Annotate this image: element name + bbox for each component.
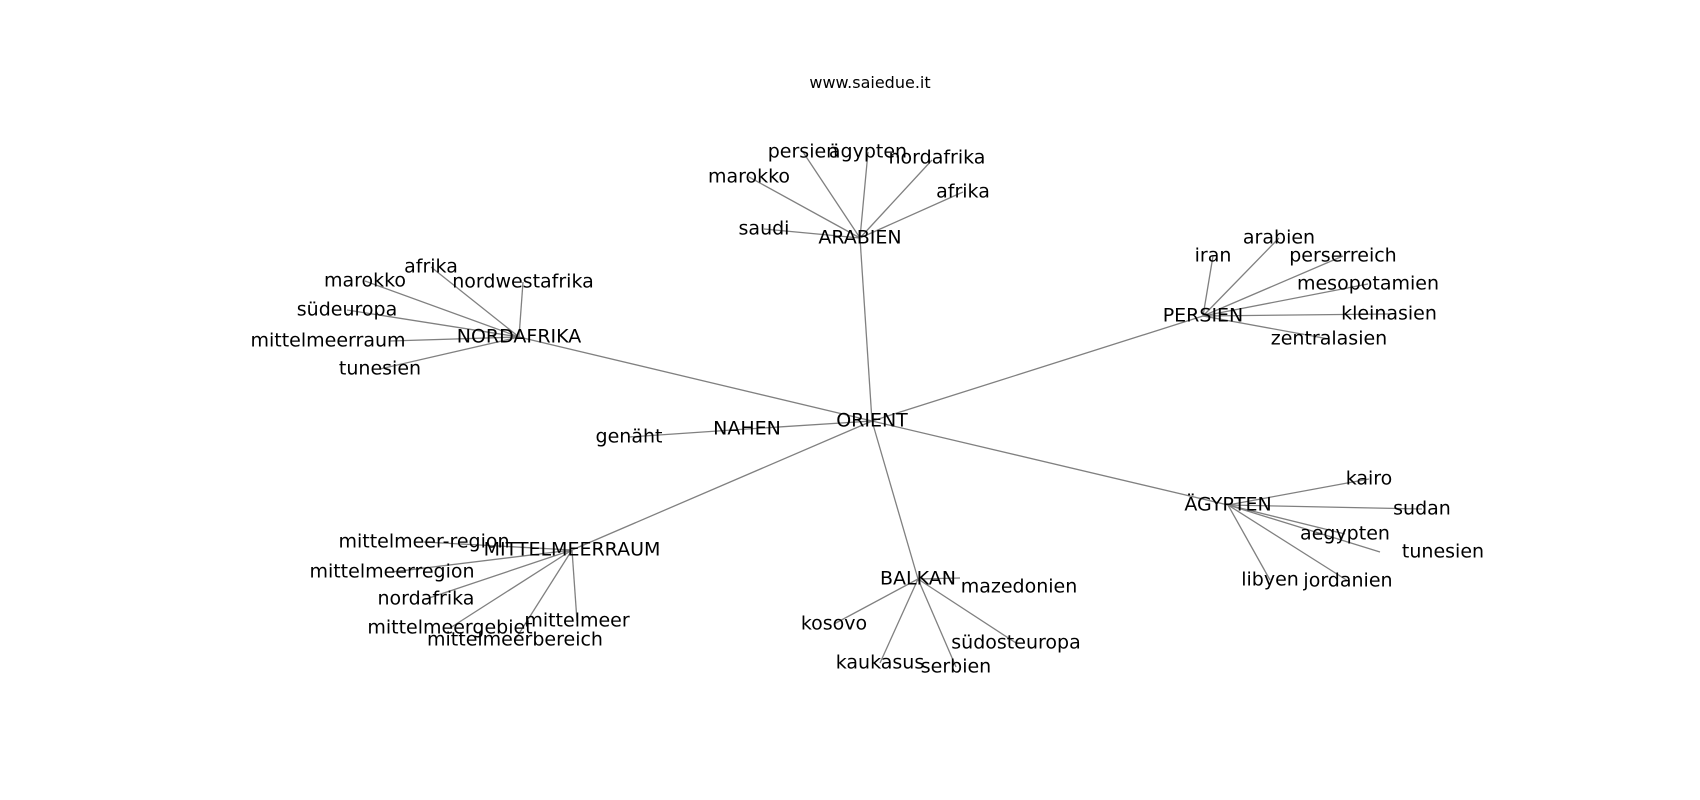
leaf-node-label: afrika xyxy=(936,181,990,203)
edge-hub-to-leaf xyxy=(917,577,961,580)
leaf-node-label: mittelmeerregion xyxy=(309,561,474,583)
edge-center-to-hub xyxy=(871,420,1229,506)
leaf-node-label: aegypten xyxy=(1300,523,1390,545)
edge-hub-to-leaf xyxy=(628,428,748,438)
edge-hub-to-leaf xyxy=(1227,504,1423,510)
edge-hub-to-leaf xyxy=(763,228,861,239)
leaf-node-label: tunesien xyxy=(1402,541,1484,563)
leaf-node-label: arabien xyxy=(1243,227,1315,249)
edge-center-to-hub xyxy=(518,336,873,422)
edge-center-to-hub xyxy=(871,315,1204,422)
leaf-node-label: sudan xyxy=(1393,498,1451,520)
edge-hub-to-leaf xyxy=(518,281,524,338)
leaf-node-label: genäht xyxy=(596,426,663,448)
leaf-node-label: mittelmeerbereich xyxy=(427,629,603,651)
edge-hub-to-leaf xyxy=(1202,315,1330,340)
edge-hub-to-leaf xyxy=(1227,478,1370,506)
edge-hub-to-leaf xyxy=(449,549,573,629)
leaf-node-label: persien xyxy=(768,141,838,163)
hub-node-label: PERSIEN xyxy=(1163,305,1244,327)
edge-hub-to-leaf xyxy=(1202,255,1344,317)
edge-hub-to-leaf xyxy=(423,541,573,551)
edge-hub-to-leaf xyxy=(364,280,520,338)
caption-text: www.saiedue.it xyxy=(809,73,930,92)
edge-hub-to-leaf xyxy=(425,549,573,600)
edge-hub-to-leaf xyxy=(1227,504,1271,581)
edge-hub-to-leaf xyxy=(802,151,861,239)
leaf-node-label: mazedonien xyxy=(961,576,1078,598)
edge-hub-to-leaf xyxy=(1227,504,1381,553)
edge-hub-to-leaf xyxy=(833,578,919,625)
edge-hub-to-leaf xyxy=(389,336,520,342)
leaf-node-label: südeuropa xyxy=(297,299,397,321)
nodes-layer: persienägyptennordafrikamarokkoafrikasau… xyxy=(250,141,1484,678)
leaf-node-label: mesopotamien xyxy=(1297,273,1439,295)
edge-hub-to-leaf xyxy=(859,159,933,239)
leaf-node-label: marokko xyxy=(708,166,790,188)
edge-hub-to-leaf xyxy=(1202,255,1214,317)
leaf-node-label: perserreich xyxy=(1289,245,1396,267)
hub-node-label: ÄGYPTEN xyxy=(1184,493,1271,516)
leaf-node-label: tunesien xyxy=(339,358,421,380)
edge-hub-to-leaf xyxy=(917,578,957,668)
edge-hub-to-leaf xyxy=(514,549,573,641)
edge-hub-to-leaf xyxy=(1227,504,1349,582)
leaf-node-label: libyen xyxy=(1241,569,1299,591)
edge-center-to-hub xyxy=(871,420,919,580)
leaf-node-label: mittelmeer xyxy=(524,610,630,632)
hub-node-label: ARABIEN xyxy=(818,227,901,249)
leaf-node-label: mittelmeergebiet xyxy=(367,617,532,639)
edges-layer xyxy=(346,151,1423,668)
edge-hub-to-leaf xyxy=(571,549,578,622)
leaf-node-label: jordanien xyxy=(1302,570,1392,592)
leaf-node-label: saudi xyxy=(739,218,790,240)
edge-hub-to-leaf xyxy=(1202,283,1369,317)
hub-node-label: NAHEN xyxy=(713,418,781,440)
leaf-node-label: kosovo xyxy=(801,613,867,635)
leaf-node-label: kaukasus xyxy=(836,652,925,674)
leaf-node-label: mittelmeer-region xyxy=(338,531,509,553)
edge-hub-to-leaf xyxy=(391,549,573,573)
leaf-node-label: ägypten xyxy=(829,141,907,163)
leaf-node-label: iran xyxy=(1195,245,1232,267)
edge-hub-to-leaf xyxy=(1202,237,1280,317)
edge-hub-to-leaf xyxy=(379,336,520,370)
edge-hub-to-leaf xyxy=(917,578,1017,644)
edge-hub-to-leaf xyxy=(879,578,919,664)
hub-node-label: BALKAN xyxy=(880,568,956,590)
leaf-node-label: serbien xyxy=(921,656,991,678)
edge-hub-to-leaf xyxy=(748,176,861,239)
edge-hub-to-leaf xyxy=(859,191,964,239)
edge-center-to-hub xyxy=(746,420,873,430)
leaf-node-label: kairo xyxy=(1346,468,1393,490)
edge-hub-to-leaf xyxy=(1202,313,1390,317)
leaf-node-label: afrika xyxy=(404,256,458,278)
leaf-node-label: kleinasien xyxy=(1341,303,1437,325)
edge-hub-to-leaf xyxy=(1227,504,1346,535)
leaf-node-label: südosteuropa xyxy=(951,632,1080,654)
hub-node-label: MITTELMEERRAUM xyxy=(484,539,661,561)
leaf-node-label: nordafrika xyxy=(889,147,986,169)
leaf-node-label: marokko xyxy=(324,270,406,292)
center-node-label: ORIENT xyxy=(836,410,908,432)
leaf-node-label: zentralasien xyxy=(1271,328,1387,350)
edge-hub-to-leaf xyxy=(346,309,520,338)
hub-node-label: NORDAFRIKA xyxy=(457,326,582,348)
edge-hub-to-leaf xyxy=(859,151,869,239)
edge-center-to-hub xyxy=(859,237,873,422)
leaf-node-label: nordwestafrika xyxy=(452,271,594,293)
leaf-node-label: nordafrika xyxy=(378,588,475,610)
edge-hub-to-leaf xyxy=(430,266,520,338)
edge-center-to-hub xyxy=(571,420,873,551)
leaf-node-label: mittelmeerraum xyxy=(250,330,405,352)
